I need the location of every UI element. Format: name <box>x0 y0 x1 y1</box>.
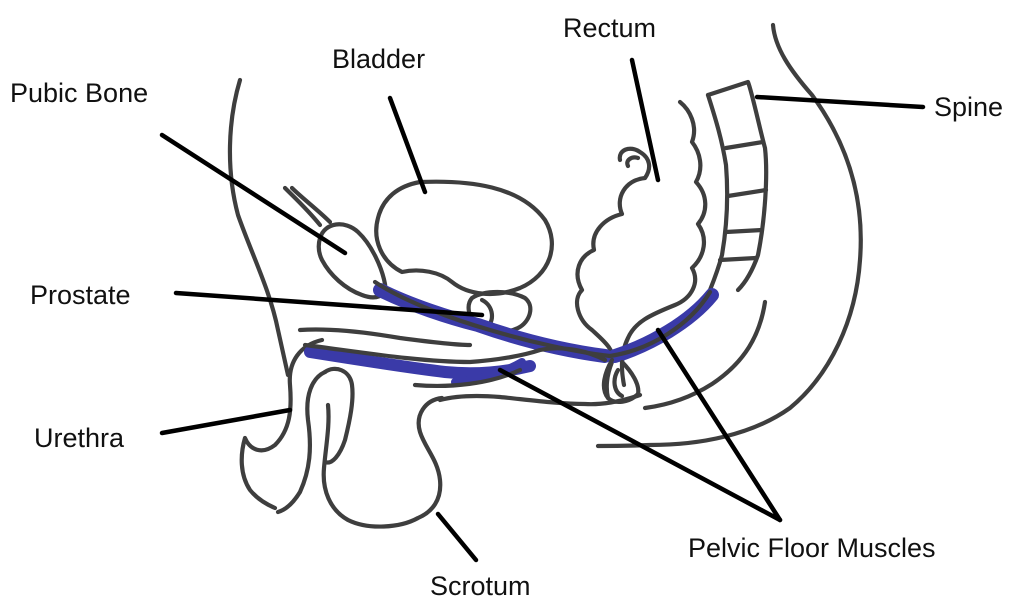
penis-inner-outline <box>278 372 325 512</box>
urethra-front-line <box>300 329 470 345</box>
rectum-top-curl <box>627 157 638 166</box>
vertebra-divider <box>726 142 763 148</box>
abdominal-wall-outline <box>230 80 288 375</box>
spine-structure <box>708 82 766 290</box>
pubic-bone-leader <box>162 135 345 253</box>
label-pelvic-floor-muscles: Pelvic Floor Muscles <box>688 533 936 563</box>
prostate-leader <box>176 293 482 315</box>
spine-leader <box>757 97 923 107</box>
vertebra-divider <box>728 190 766 196</box>
bladder-outline <box>376 182 552 294</box>
pelvic-floor-muscle-band <box>615 295 712 356</box>
vertebra-divider <box>726 230 762 232</box>
muscle-edge-outline <box>375 282 710 356</box>
pelvic-floor-muscle-band <box>380 290 605 356</box>
leader-lines <box>162 60 923 560</box>
label-bladder: Bladder <box>332 44 425 74</box>
vertebra-divider <box>720 258 756 260</box>
body-outline <box>230 25 861 446</box>
label-prostate: Prostate <box>30 280 131 310</box>
label-pubic-bone: Pubic Bone <box>10 78 148 108</box>
label-spine: Spine <box>934 92 1003 122</box>
label-rectum: Rectum <box>563 13 656 43</box>
scrotum-leader <box>438 514 476 560</box>
urethra-leader <box>162 410 290 433</box>
scrotum-outline <box>324 398 442 527</box>
pubic-bone-structure <box>285 188 385 297</box>
label-urethra: Urethra <box>34 423 125 453</box>
bladder-leader <box>390 98 425 192</box>
label-scrotum: Scrotum <box>430 571 531 601</box>
gluteal-inner-outline <box>645 302 765 408</box>
rectum-leader <box>632 60 658 180</box>
